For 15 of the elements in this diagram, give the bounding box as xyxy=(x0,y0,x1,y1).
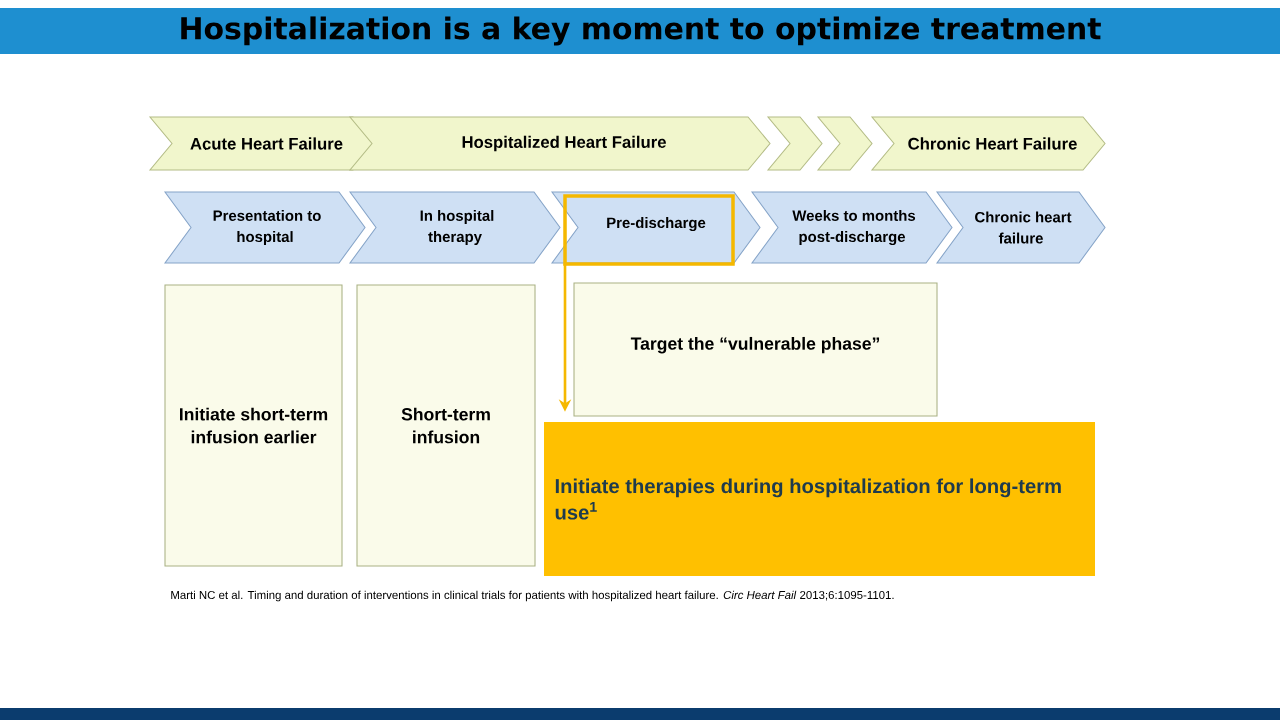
phase-box: Short-term infusion xyxy=(356,284,536,567)
title-banner: Hospitalization is a key moment to optimize treatment xyxy=(0,8,1280,54)
callout-box: Initiate therapies during hospitalization for long-term use$^{1}$ xyxy=(544,422,1095,576)
stage-banner: Chronic Heart Failure xyxy=(870,116,1106,171)
stage-banner: Pre-discharge xyxy=(550,191,761,264)
stage-banner xyxy=(816,116,873,171)
stage-banner: Presentation to hospital xyxy=(163,191,366,264)
citation: Marti NC et al. Timing and duration of interventions in clinical trials for patients with hospitalized heart failure. Circ Heart Fail 2013;6:1095-1101. xyxy=(171,590,894,602)
stage-banner xyxy=(766,116,823,171)
stage-banner: Weeks to months post-discharge xyxy=(750,191,953,264)
phase-box: Initiate short-term infusion earlier xyxy=(164,284,343,567)
stage-banner: In hospital therapy xyxy=(348,191,561,264)
stage-banner: Hospitalized Heart Failure xyxy=(348,116,771,171)
phase-box: Target the “vulnerable phase” xyxy=(573,282,938,417)
stage-banner: Chronic heart failure xyxy=(935,191,1106,264)
